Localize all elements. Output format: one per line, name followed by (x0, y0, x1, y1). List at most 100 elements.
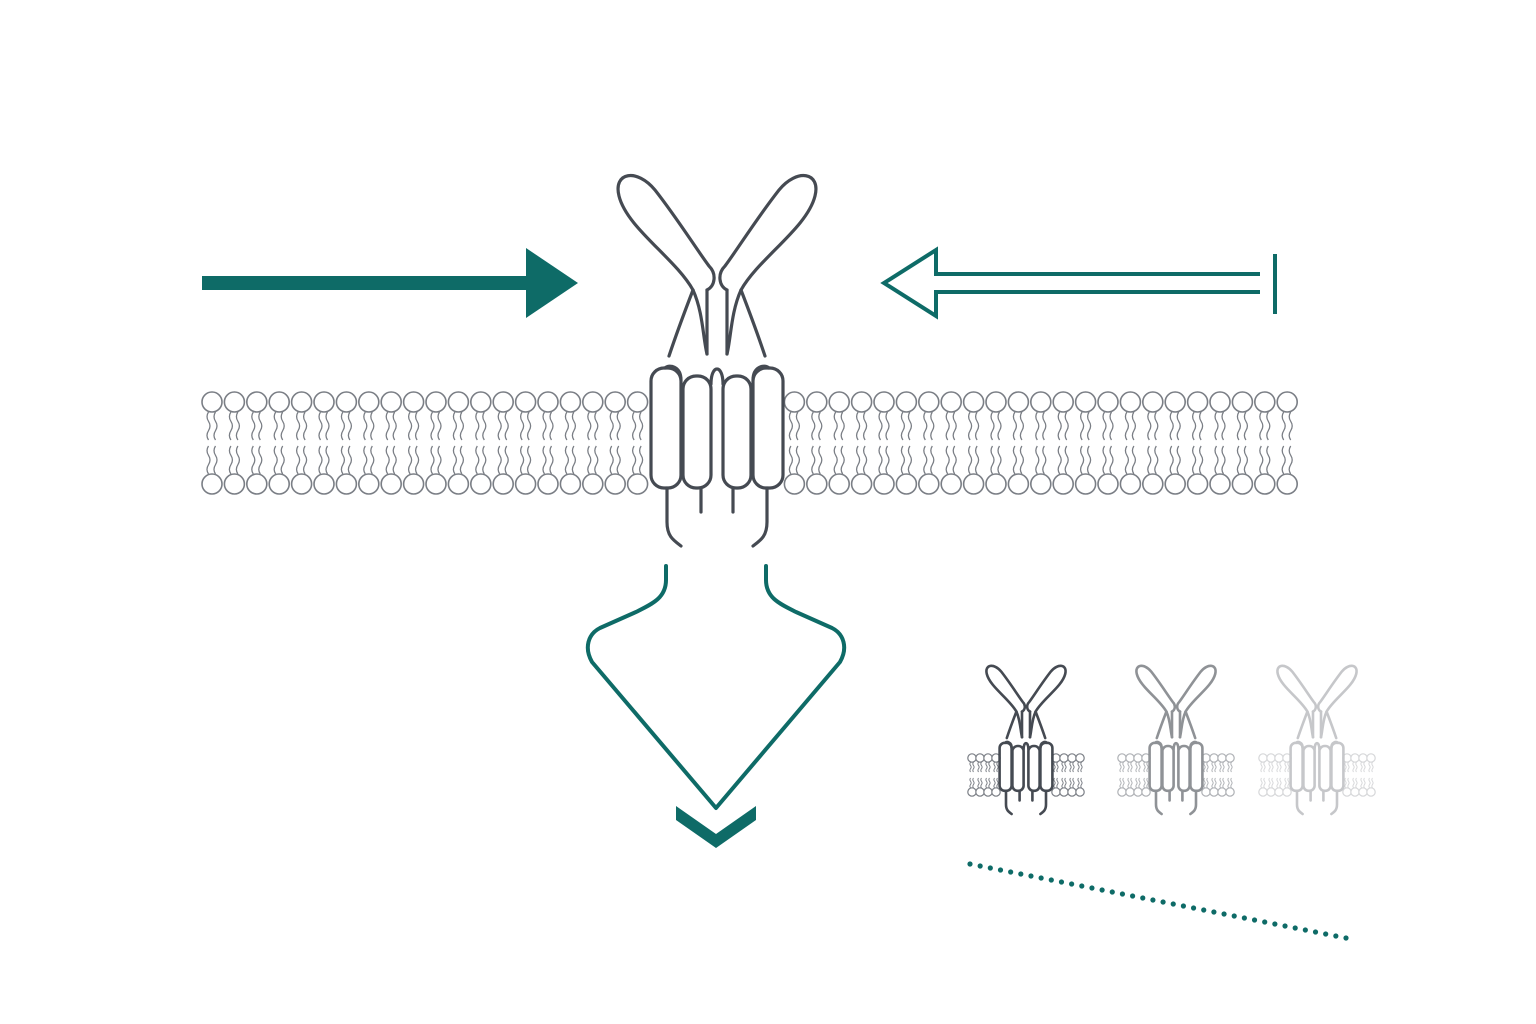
lipid-tail (1203, 761, 1206, 773)
lipid-tail (1064, 777, 1067, 789)
lipid-tail (980, 777, 983, 789)
lipid-head (492, 473, 515, 495)
lipid-tail (818, 445, 823, 475)
lipid-tail (997, 411, 1002, 441)
trend-dot (1008, 869, 1014, 875)
lipid-tail (1243, 445, 1249, 475)
lipid-head (1030, 473, 1052, 495)
lipid-tail (370, 411, 375, 441)
lipid-head (940, 473, 963, 495)
lipid-head (962, 473, 985, 495)
lipid-tail (235, 445, 241, 475)
lipid-head (805, 473, 828, 495)
intracellular-signal-icon (585, 564, 847, 810)
lipid-tail (967, 411, 973, 441)
lipid-head (1075, 753, 1085, 763)
lipid-tail (1147, 445, 1152, 475)
trend-dot (1018, 871, 1024, 877)
lipid-tail (363, 411, 368, 441)
lipid-tail (1147, 411, 1152, 441)
lipid-tail (318, 411, 323, 441)
lipid-tail (840, 445, 845, 475)
lipid-tail (795, 411, 801, 441)
lipid-tail (1287, 777, 1290, 789)
lipid-head (1358, 753, 1368, 763)
lipid-tail (609, 445, 614, 475)
lipid-tail (430, 445, 435, 475)
lipid-tail (1143, 777, 1146, 789)
lipid-tail (1221, 411, 1226, 441)
lipid-tail (414, 411, 420, 441)
lipid-tail (370, 445, 375, 475)
trend-dot (1211, 909, 1217, 915)
lipid-head (380, 473, 403, 495)
lipid-head (1097, 473, 1119, 495)
lipid-tail (923, 445, 928, 475)
receptor-series (967, 664, 1376, 816)
mini-membrane-left (967, 753, 1001, 797)
lipid-tail (1056, 761, 1059, 773)
lipid-head (1119, 473, 1142, 495)
lipid-tail (1130, 761, 1133, 773)
lipid-head (626, 473, 649, 495)
lipid-tail (1214, 445, 1219, 475)
trend-dot (1180, 903, 1187, 909)
lipid-tail (1259, 445, 1264, 475)
lipid-tail (1360, 777, 1363, 789)
lipid-tail (347, 445, 353, 475)
lipid-tail (273, 411, 278, 441)
lipid-head (357, 473, 380, 495)
lipid-tail (392, 411, 397, 441)
lipid-head (380, 391, 403, 413)
lipid-head (985, 473, 1007, 495)
lipid-tail (519, 411, 525, 441)
lipid-head (1231, 473, 1254, 495)
lipid-tail (907, 445, 913, 475)
lipid-tail (302, 411, 308, 441)
trend-dot (1058, 879, 1065, 885)
lipid-tail (594, 445, 599, 475)
lipid-tail (302, 445, 308, 475)
lipid-bilayer (201, 391, 1298, 495)
lipid-head (1209, 787, 1219, 797)
lipid-tail (1221, 445, 1226, 475)
lipid-tail (280, 445, 285, 475)
lipid-tail (988, 761, 991, 773)
lipid-tail (1279, 761, 1282, 773)
lipid-tail (213, 445, 218, 475)
lipid-tail (855, 445, 861, 475)
lipid-tail (969, 761, 972, 773)
lipid-head (1186, 391, 1209, 413)
lipid-tail (1222, 777, 1225, 789)
lipid-head (537, 391, 559, 413)
lipid-head (828, 391, 851, 413)
lipid-tail (1263, 761, 1266, 773)
lipid-tail (340, 445, 346, 475)
lipid-head (581, 473, 604, 495)
lipid-tail (1281, 445, 1286, 475)
trend-dot (977, 863, 983, 869)
lipid-tail (1236, 411, 1242, 441)
lipid-tail (900, 445, 906, 475)
lipid-tail (258, 411, 263, 441)
lipid-head (783, 473, 806, 495)
trend-dot (1272, 921, 1278, 927)
lipid-tail (878, 445, 883, 475)
lipid-tail (1138, 761, 1141, 773)
lipid-head (1059, 787, 1069, 797)
lipid-tail (1236, 445, 1242, 475)
trend-dot (997, 867, 1004, 873)
lipid-tail (811, 411, 816, 441)
lipid-head (805, 391, 828, 413)
lipid-bilayer-rows (201, 391, 1298, 495)
lipid-tail (1360, 761, 1363, 773)
lipid-tail (1211, 777, 1214, 789)
trend-dot (1262, 919, 1268, 925)
trend-dot (1190, 905, 1197, 911)
lipid-tail (945, 411, 950, 441)
lipid-head (1164, 473, 1186, 495)
lipid-tail (855, 411, 861, 441)
lipid-tail (985, 761, 988, 773)
lipid-head (1133, 753, 1143, 763)
lipid-tail (437, 445, 442, 475)
